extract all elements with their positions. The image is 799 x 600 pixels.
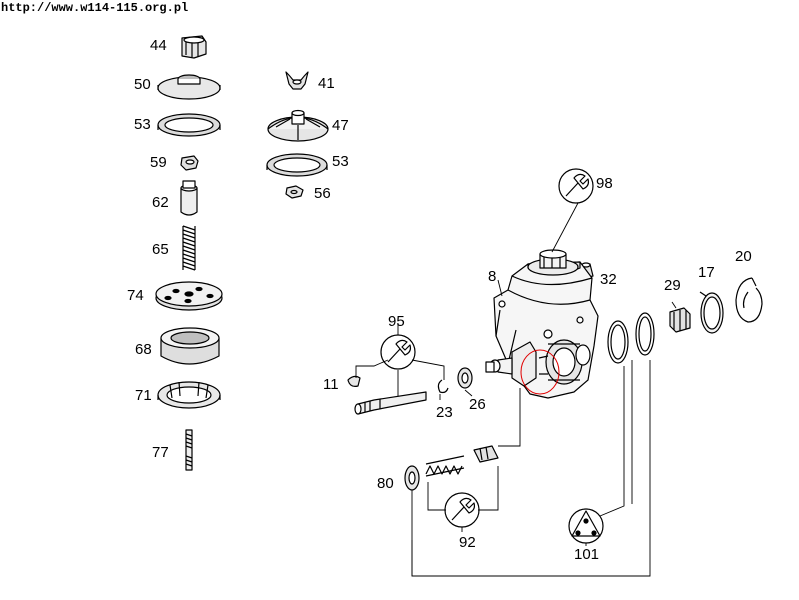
watermark-url: http://www.w114-115.org.pl xyxy=(0,0,189,18)
label-59: 59 xyxy=(150,154,167,171)
label-80: 80 xyxy=(377,475,394,492)
pump-body-8-drawing xyxy=(485,249,599,399)
label-23: 23 xyxy=(436,404,453,421)
piston-62-drawing xyxy=(180,180,198,216)
highlight-circle xyxy=(520,349,560,395)
label-50: 50 xyxy=(134,76,151,93)
nut-56-drawing xyxy=(285,185,304,199)
circlip-20-drawing xyxy=(735,277,763,323)
o-rings-drawing xyxy=(607,312,655,364)
leader-lines xyxy=(355,202,677,577)
stud-77-drawing xyxy=(185,429,193,471)
shaft-drawing xyxy=(354,391,427,415)
label-8: 8 xyxy=(488,268,496,285)
wrench-symbol-95 xyxy=(380,334,416,370)
ring-17-drawing xyxy=(699,291,724,334)
label-71: 71 xyxy=(135,387,152,404)
label-62: 62 xyxy=(152,194,169,211)
label-17: 17 xyxy=(698,264,715,281)
fitting-29-drawing xyxy=(669,307,691,333)
label-29: 29 xyxy=(664,277,681,294)
nut-44-drawing xyxy=(181,35,207,59)
sealant-symbol-101 xyxy=(568,508,604,544)
key-11-drawing xyxy=(347,375,361,387)
cover-47-drawing xyxy=(267,109,329,142)
label-77: 77 xyxy=(152,444,169,461)
bushing-68-drawing xyxy=(160,327,220,365)
label-92: 92 xyxy=(459,534,476,551)
label-32: 32 xyxy=(600,271,617,288)
washer-80-drawing xyxy=(404,465,420,491)
label-101: 101 xyxy=(574,546,599,563)
spring-valve-drawing xyxy=(425,455,465,477)
label-56: 56 xyxy=(314,185,331,202)
label-98: 98 xyxy=(596,175,613,192)
wrench-symbol-92 xyxy=(444,492,480,528)
label-68: 68 xyxy=(135,341,152,358)
label-53-right: 53 xyxy=(332,153,349,170)
label-26: 26 xyxy=(469,396,486,413)
label-41: 41 xyxy=(318,75,335,92)
spring-65-drawing xyxy=(182,225,196,271)
nut-59-drawing xyxy=(180,155,199,171)
seal-ring-53-right-drawing xyxy=(266,153,328,177)
label-20: 20 xyxy=(735,248,752,265)
label-95: 95 xyxy=(388,313,405,330)
valve-screw-drawing xyxy=(473,445,499,463)
label-53-left: 53 xyxy=(134,116,151,133)
label-65: 65 xyxy=(152,241,169,258)
label-74: 74 xyxy=(127,287,144,304)
wrench-symbol-98 xyxy=(558,168,594,204)
washer-26-drawing xyxy=(457,367,473,389)
label-44: 44 xyxy=(150,37,167,54)
plate-74-drawing xyxy=(155,281,223,311)
label-11: 11 xyxy=(323,376,339,393)
clip-23-drawing xyxy=(437,379,449,394)
label-47: 47 xyxy=(332,117,349,134)
cap-50-drawing xyxy=(157,74,221,100)
wing-nut-41-drawing xyxy=(285,71,309,90)
seal-ring-53-left-drawing xyxy=(157,113,221,137)
ring-71-drawing xyxy=(157,381,221,409)
